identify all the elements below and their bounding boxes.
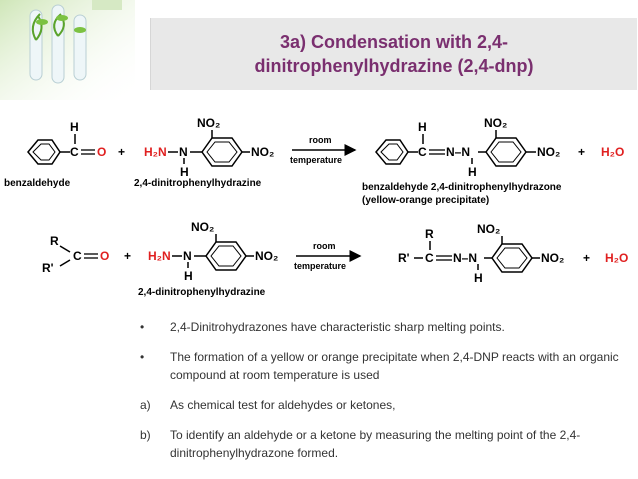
reaction-1: H C O + benzaldehyde H₂N N H NO₂ NO₂ 2,4…	[4, 116, 624, 206]
list-marker: a)	[140, 398, 151, 412]
water: H₂O	[601, 145, 624, 159]
label-product-2: (yellow-orange precipitate)	[362, 195, 489, 206]
reagent-h2n: H₂N	[144, 145, 167, 159]
carbonyl-r: R	[50, 234, 59, 248]
water-2: H₂O	[605, 251, 628, 265]
plus-4: +	[583, 251, 590, 265]
product-no2-top: NO₂	[484, 116, 507, 130]
title-box: 3a) Condensation with 2,4- dinitrophenyl…	[150, 18, 637, 90]
reagent-n: N	[179, 145, 188, 159]
product2-r: R	[425, 227, 434, 241]
product2-nh: H	[474, 271, 483, 285]
list-text: As chemical test for aldehydes or ketone…	[170, 398, 396, 412]
product-c: C	[418, 145, 427, 159]
product2-nn: N–N	[453, 251, 477, 265]
product2-c: C	[425, 251, 434, 265]
lab-plant-decoration	[0, 0, 135, 100]
product-nn: N–N	[446, 145, 470, 159]
aldehyde-c: C	[70, 145, 79, 159]
reaction-schemes: H C O + benzaldehyde H₂N N H NO₂ NO₂ 2,4…	[4, 116, 628, 298]
list-text: To identify an aldehyde or a ketone by m…	[170, 428, 581, 460]
product2-no2-top: NO₂	[477, 222, 500, 236]
reagent2-h2n: H₂N	[148, 249, 171, 263]
slide-title: 3a) Condensation with 2,4- dinitrophenyl…	[151, 30, 637, 78]
product2-no2-right: NO₂	[541, 251, 564, 265]
list-marker: b)	[140, 428, 151, 442]
arrow-temperature: temperature	[290, 155, 342, 165]
product-h: H	[418, 120, 427, 134]
label-reagent: 2,4-dinitrophenylhydrazine	[134, 178, 262, 189]
label-product-1: benzaldehyde 2,4-dinitrophenylhydrazone	[362, 182, 562, 193]
plus-3: +	[124, 249, 131, 263]
reaction-2: R R' C O + H₂N N H NO₂ NO₂ 2,4-dinitroph…	[42, 220, 628, 298]
bullet-text: 2,4-Dinitrohydrazones have characteristi…	[170, 320, 505, 334]
reagent-nh: H	[180, 165, 189, 179]
reagent2-n: N	[183, 249, 192, 263]
label-reagent-2: 2,4-dinitrophenylhydrazine	[138, 287, 266, 298]
reagent-no2-right: NO₂	[251, 145, 274, 159]
arrow2-room: room	[313, 241, 336, 251]
reagent2-no2-top: NO₂	[191, 220, 214, 234]
plus-2: +	[578, 145, 585, 159]
bullet-marker: •	[140, 350, 145, 364]
aldehyde-o: O	[97, 145, 106, 159]
product-no2-right: NO₂	[537, 145, 560, 159]
bullet-marker: •	[140, 320, 145, 334]
product-nh: H	[468, 165, 477, 179]
title-line-1: 3a) Condensation with 2,4-	[279, 32, 509, 52]
arrow2-temperature: temperature	[294, 261, 346, 271]
carbonyl-o: O	[100, 249, 109, 263]
aldehyde-h: H	[70, 120, 79, 134]
reagent-no2-top: NO₂	[197, 116, 220, 130]
label-benzaldehyde: benzaldehyde	[4, 178, 71, 189]
product2-r-prime: R'	[398, 251, 410, 265]
bullet-text: The formation of a yellow or orange prec…	[170, 350, 619, 382]
carbonyl-c: C	[73, 249, 82, 263]
carbonyl-r-prime: R'	[42, 261, 54, 275]
plus-1: +	[118, 145, 125, 159]
reagent2-nh: H	[184, 269, 193, 283]
arrow-room: room	[309, 135, 332, 145]
title-line-2: dinitrophenylhydrazine (2,4-dnp)	[254, 56, 534, 76]
reagent2-no2-right: NO₂	[255, 249, 278, 263]
